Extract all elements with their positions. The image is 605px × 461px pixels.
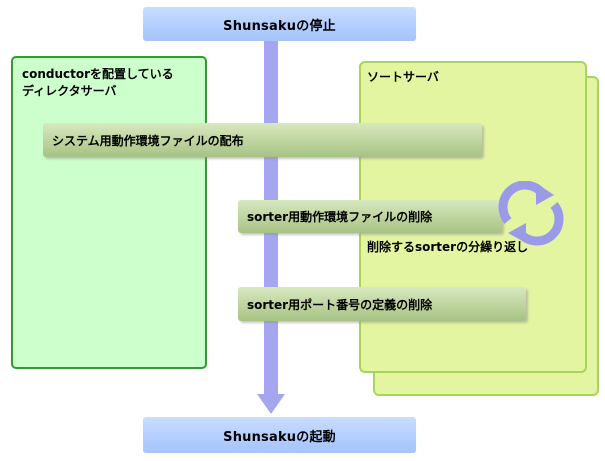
director-label-line2: ディレクタサーバ [22,84,117,98]
delete-sorter-port-definition-step: sorter用ポート番号の定義の削除 [238,287,526,321]
director-server-label: conductorを配置している ディレクタサーバ [22,66,174,100]
repeat-per-sorter-note: 削除するsorterの分繰り返し [367,240,529,254]
director-server-box [11,56,207,369]
cycle-arrows-icon [498,181,564,246]
start-shunsaku-step: Shunsakuの起動 [143,417,416,453]
stop-shunsaku-step: Shunsakuの停止 [143,7,416,41]
sorter-server-label: ソートサーバ [367,70,439,84]
distribute-system-env-file-step: システム用動作環境ファイルの配布 [43,123,482,157]
director-label-line1: conductorを配置している [22,67,174,81]
delete-sorter-env-file-step: sorter用動作環境ファイルの削除 [238,200,502,233]
